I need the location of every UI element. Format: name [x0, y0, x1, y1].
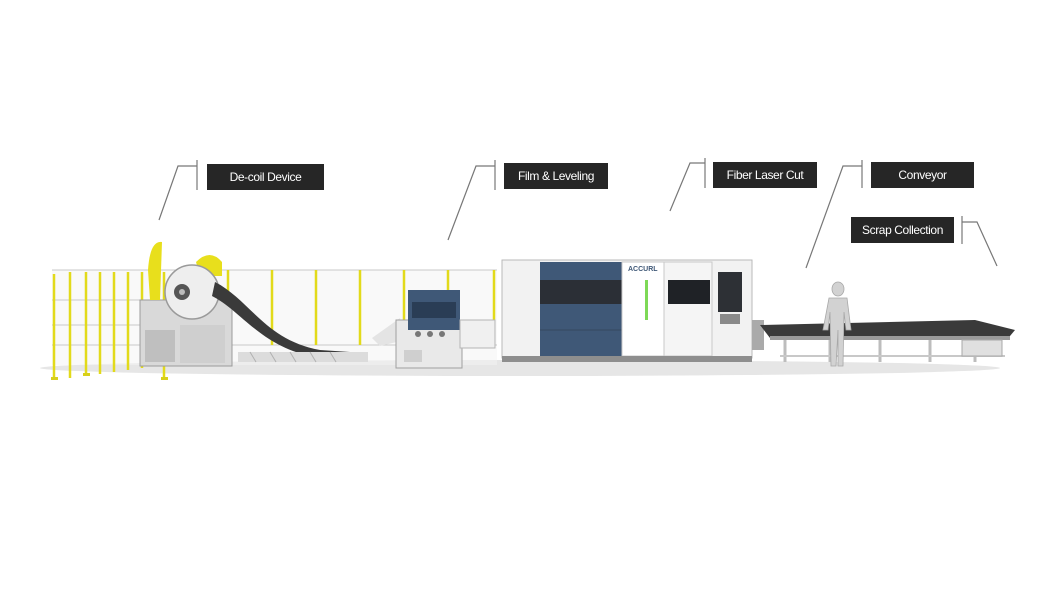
conveyor-label: Conveyor — [871, 162, 974, 188]
fiber-laser-cut-label: Fiber Laser Cut — [713, 162, 817, 188]
leader-lines — [158, 158, 998, 269]
decoil-device-label: De-coil Device — [207, 164, 324, 190]
brand-logo: ACCURL — [628, 266, 658, 273]
scrap-collection-label: Scrap Collection — [851, 217, 954, 243]
human-figure — [822, 281, 852, 367]
conveyor-table — [760, 320, 1015, 362]
leveling-machine — [372, 290, 496, 369]
fiber-laser-machine — [501, 259, 764, 362]
decoiler-machine — [139, 241, 368, 367]
film-leveling-label: Film & Leveling — [504, 163, 608, 189]
